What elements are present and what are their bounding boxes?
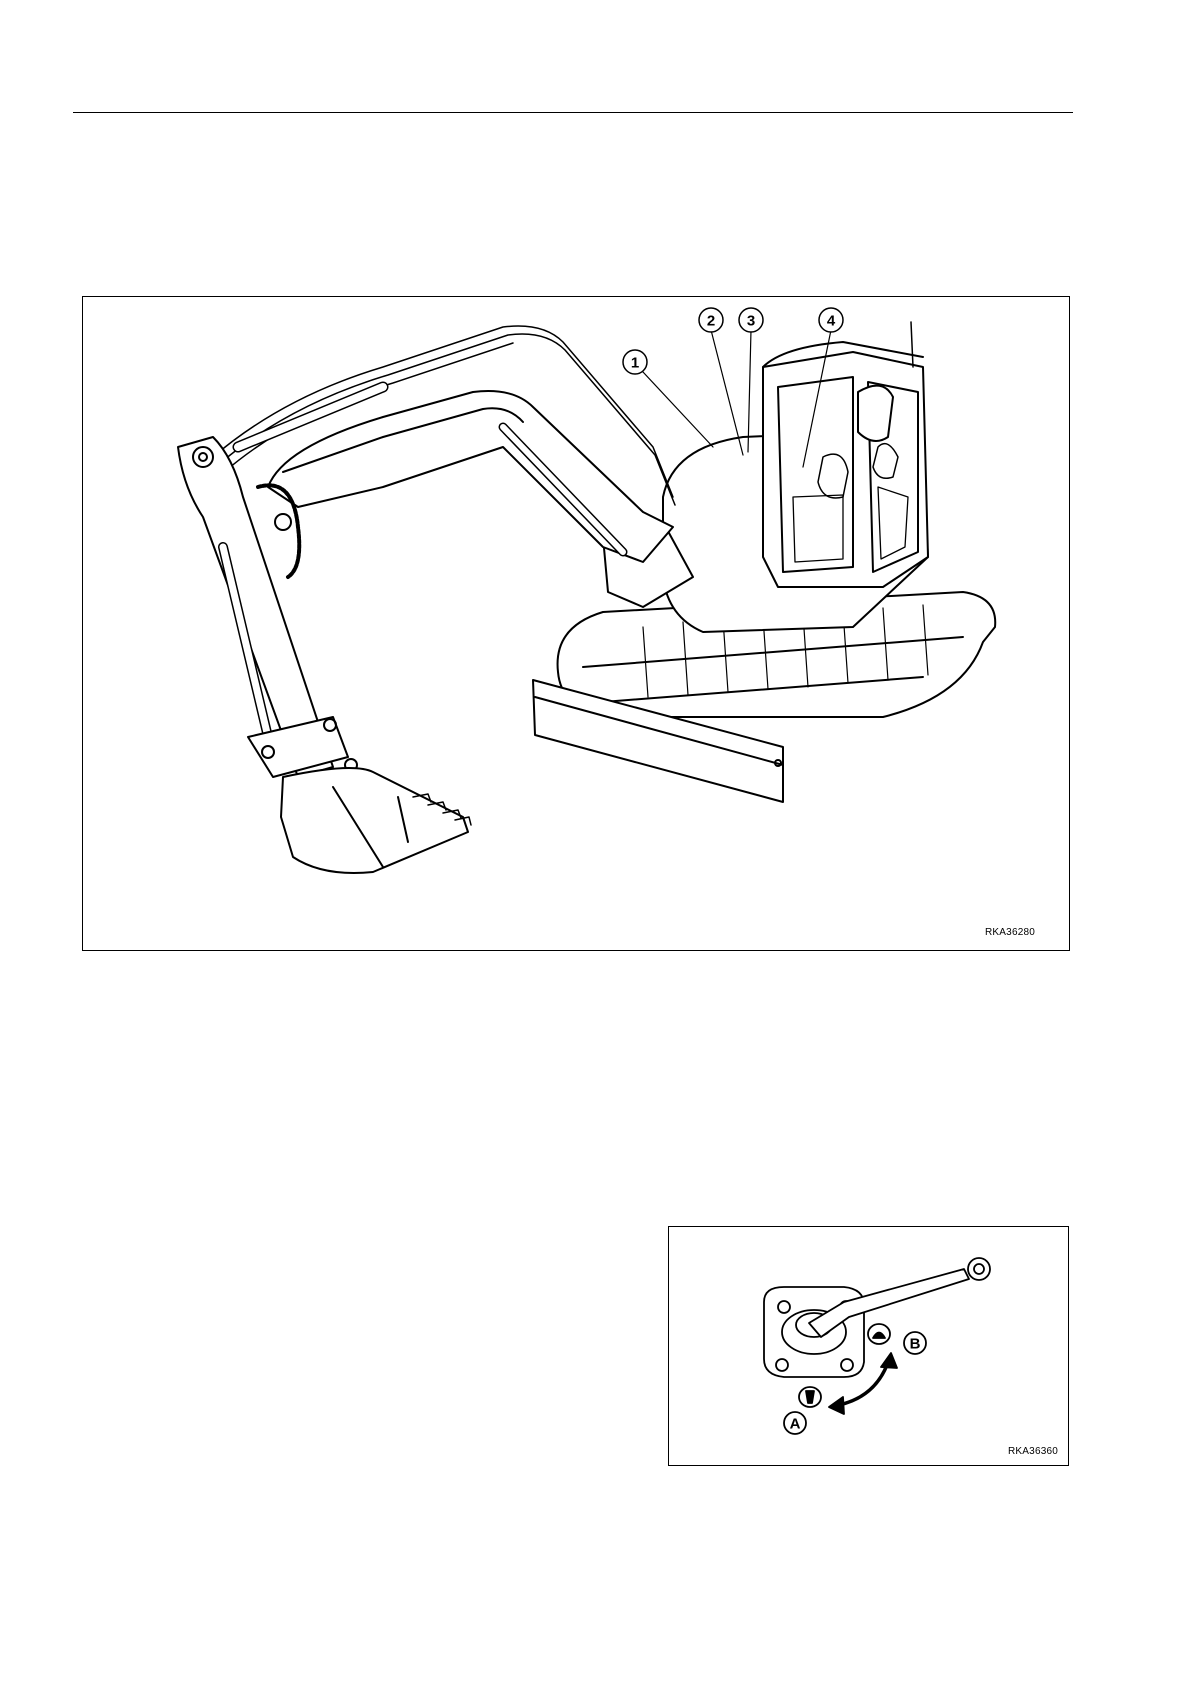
excavator-illustration: 1 2 3 4	[83, 297, 1069, 950]
figure-code: RKA36360	[1008, 1446, 1058, 1457]
bucket	[281, 768, 468, 873]
callout-1: 1	[631, 355, 639, 372]
callout-3: 3	[747, 313, 755, 330]
label-b: B	[910, 1336, 921, 1353]
header-rule	[73, 112, 1073, 113]
callout-4: 4	[827, 313, 836, 330]
label-a: A	[790, 1416, 801, 1433]
callout-2: 2	[707, 313, 715, 330]
cab-outline	[763, 352, 928, 587]
excavator-figure: 1 2 3 4 RKA36280	[82, 296, 1070, 951]
figure-code: RKA36280	[985, 927, 1035, 938]
lever-figure: A B RKA36360	[668, 1226, 1069, 1466]
lever-illustration: A B	[669, 1227, 1068, 1465]
